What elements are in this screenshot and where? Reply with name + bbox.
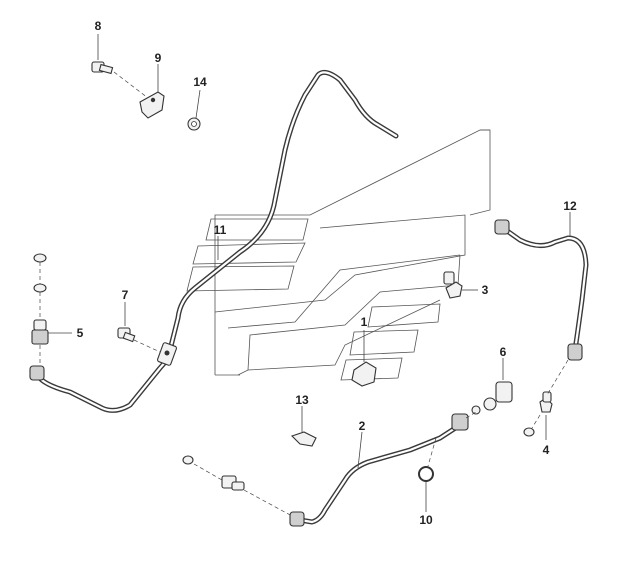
callout-1: 1	[361, 315, 368, 329]
callout-8: 8	[95, 19, 102, 33]
engine-block-outline	[186, 129, 491, 381]
part-13-clip	[290, 406, 317, 447]
callout-10: 10	[419, 513, 433, 527]
part-4-fitting	[523, 359, 569, 440]
part-10-o-ring	[418, 437, 437, 512]
part-14-washer	[187, 89, 201, 131]
pipe-12	[494, 219, 589, 361]
callout-7: 7	[122, 288, 129, 302]
callout-11: 11	[214, 223, 227, 237]
callout-13: 13	[295, 393, 309, 407]
part-9-bracket	[139, 64, 165, 119]
pipe-11	[29, 69, 399, 413]
leader-2	[357, 431, 363, 469]
part-3-fitting	[443, 271, 478, 299]
callout-3: 3	[482, 283, 489, 297]
part-5-union	[31, 253, 72, 366]
callout-14: 14	[193, 75, 207, 89]
part-6-banjo	[465, 358, 513, 419]
callout-6: 6	[500, 345, 507, 359]
callout-9: 9	[155, 51, 162, 65]
part-banjo-bolt-lower	[182, 455, 293, 517]
part-7-bolt	[117, 302, 161, 353]
part-1-bushing	[351, 330, 377, 387]
callout-12: 12	[563, 199, 577, 213]
callout-2: 2	[359, 419, 366, 433]
callout-4: 4	[543, 443, 550, 457]
callout-5: 5	[77, 326, 84, 340]
part-8-bolt	[91, 34, 149, 99]
pipe-2	[289, 413, 469, 527]
